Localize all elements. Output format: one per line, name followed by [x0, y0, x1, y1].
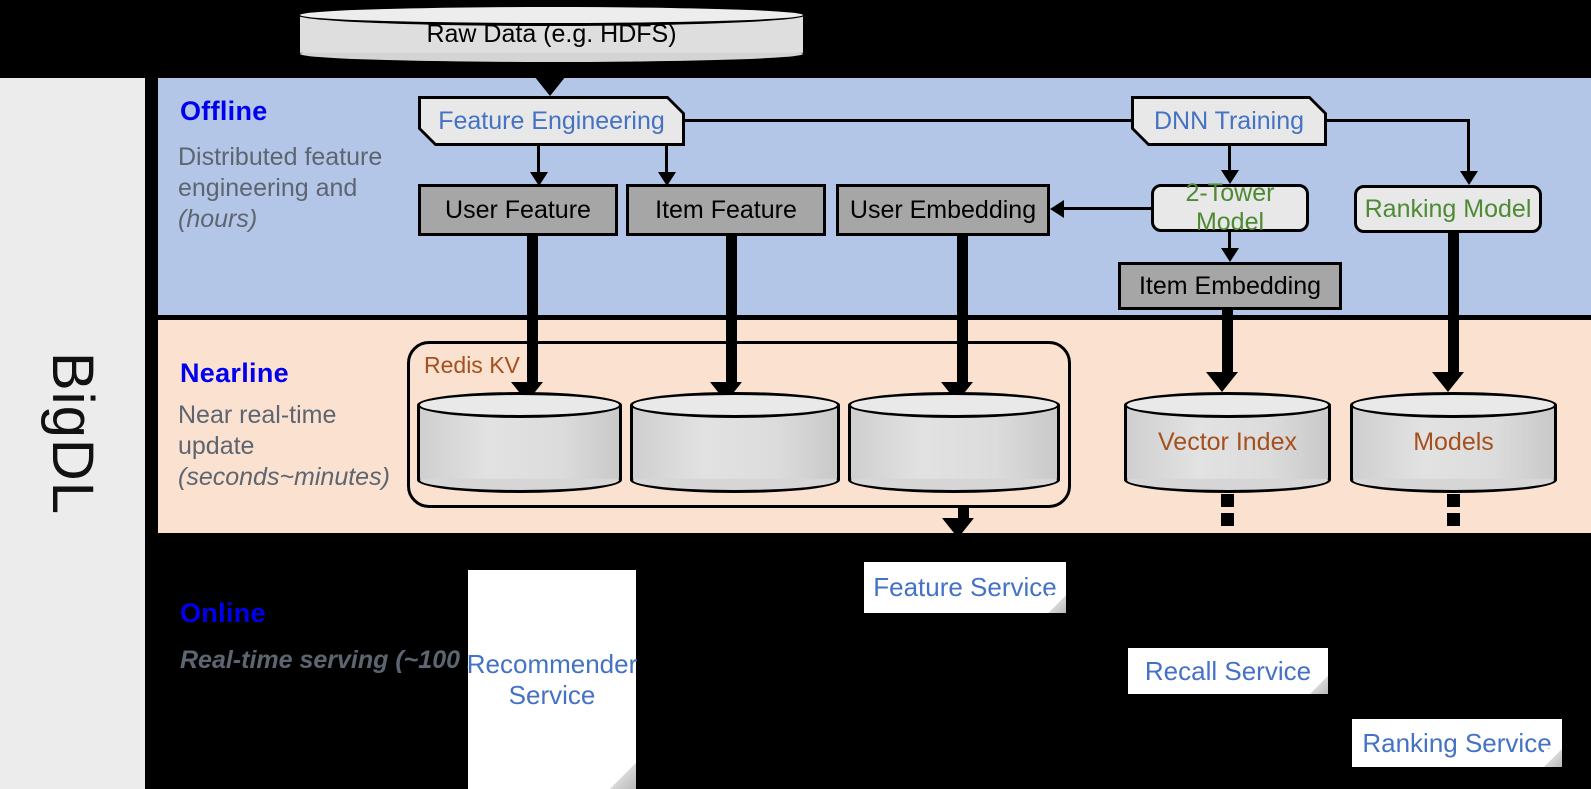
raw-data-store: Raw Data (e.g. HDFS) [297, 4, 806, 65]
pipe-itemembedding-vectorindex-arrowhead [1206, 372, 1238, 392]
ranking-model-label: Ranking Model [1364, 194, 1532, 223]
cylinder-top [848, 392, 1060, 418]
item-embedding-label: Item Embedding [1138, 271, 1322, 300]
redis-user-feature-store[interactable] [417, 392, 622, 493]
online-subtitle: Real-time serving (~100 ms) [180, 645, 511, 676]
edge-rawdata-fe-arrowhead [534, 76, 566, 96]
cylinder-top [1124, 392, 1331, 418]
nearline-subtitle: Near real-time update (seconds~minutes) [178, 400, 408, 493]
recall-service-box[interactable]: Recall Service [1128, 648, 1328, 694]
cylinder-top [1350, 392, 1557, 418]
ranking-model-box[interactable]: Ranking Model [1354, 185, 1542, 233]
ranking-service-label: Ranking Service [1362, 727, 1552, 758]
item-embedding-box[interactable]: Item Embedding [1118, 262, 1342, 310]
edge-fe-itemfeature-arrowhead [658, 172, 676, 186]
cylinder-top [297, 4, 806, 26]
redis-item-feature-label [630, 392, 840, 493]
models-store[interactable]: Models [1350, 392, 1557, 493]
offline-title: Offline [180, 96, 268, 126]
ranking-service-box[interactable]: Ranking Service [1352, 719, 1562, 767]
two-tower-model-label: 2-Tower Model [1185, 179, 1275, 236]
pipe-rankingmodel-models [1448, 233, 1459, 378]
edge-dnn-ranking-h [1325, 119, 1470, 122]
models-label: Models [1413, 428, 1494, 456]
recall-service-label: Recall Service [1144, 655, 1312, 686]
edge-dnn-twotower-arrowhead [1221, 170, 1239, 184]
dnn-training-label: DNN Training [1134, 99, 1324, 143]
user-feature-label: User Feature [445, 195, 591, 224]
item-feature-label: Item Feature [655, 195, 797, 224]
two-tower-model-box[interactable]: 2-Tower Model [1151, 179, 1309, 236]
pipe-redis-featureservice-arrowhead [942, 518, 974, 538]
edge-twotower-userembedding [1064, 207, 1154, 210]
feature-engineering-box[interactable]: Feature Engineering [418, 96, 685, 146]
feature-service-box[interactable]: Feature Service [864, 562, 1066, 613]
redis-user-embedding-label [848, 392, 1060, 493]
nearline-subtitle-italic: (seconds~minutes) [178, 463, 390, 491]
recommender-service-label: Recommender Service [466, 648, 638, 710]
redis-kv-container [407, 341, 1071, 508]
pipe-vectorindex-recall-dot-1 [1221, 494, 1234, 507]
pipe-userembedding-redis [957, 236, 968, 388]
edge-dnn-twotower [1228, 146, 1231, 172]
edge-dnn-ranking-arrowhead [1460, 171, 1478, 185]
edge-fe-itemfeature [665, 146, 668, 174]
edge-rawdata-fe [550, 62, 553, 84]
pipe-vectorindex-recall-dot-2 [1221, 513, 1234, 526]
redis-user-embedding-store[interactable] [848, 392, 1060, 493]
pipe-itemembedding-vectorindex [1222, 310, 1233, 378]
nearline-title: Nearline [180, 358, 289, 388]
pipe-itemfeature-redis [726, 236, 737, 388]
pipe-models-ranking-dot-1 [1447, 494, 1460, 507]
page-fold-icon [1544, 749, 1562, 767]
page-fold-icon [610, 763, 636, 789]
cylinder-top [417, 392, 622, 418]
edge-fe-dnn [685, 119, 1149, 122]
edge-twotower-userembedding-arrowhead [1050, 200, 1064, 218]
feature-service-label: Feature Service [873, 572, 1057, 602]
online-title: Online [180, 598, 266, 628]
nearline-subtitle-text: Near real-time update [178, 401, 337, 460]
item-feature-box[interactable]: Item Feature [626, 184, 826, 236]
user-embedding-label: User Embedding [849, 195, 1037, 224]
pipe-rankingmodel-models-arrowhead [1432, 372, 1464, 392]
vector-index-store[interactable]: Vector Index [1124, 392, 1331, 493]
edge-fe-userfeature-arrowhead [530, 172, 548, 186]
cylinder-top [630, 392, 840, 418]
pipe-redis-featureservice [958, 505, 969, 523]
page-fold-icon [1048, 595, 1066, 613]
edge-dnn-ranking-v [1467, 119, 1470, 174]
redis-kv-label: Redis KV [424, 352, 520, 378]
raw-data-label: Raw Data (e.g. HDFS) [426, 20, 677, 48]
brand-label-wrapper: BigDL [0, 78, 145, 789]
edge-twotower-itememb-arrowhead [1221, 248, 1239, 262]
edge-fe-userfeature [537, 146, 540, 174]
pipe-userfeature-redis [527, 236, 538, 388]
user-embedding-box[interactable]: User Embedding [836, 184, 1050, 236]
online-subtitle-text: Real-time serving [180, 646, 396, 674]
edge-twotower-itememb [1228, 232, 1231, 250]
recommender-service-box[interactable]: Recommender Service [466, 570, 638, 789]
feature-engineering-label: Feature Engineering [421, 99, 682, 143]
offline-subtitle-text: Distributed feature engineering and [178, 143, 383, 202]
pipe-models-ranking-dot-2 [1447, 513, 1460, 526]
redis-user-feature-label [417, 392, 622, 493]
vector-index-label: Vector Index [1158, 428, 1297, 456]
brand-label: BigDL [40, 352, 105, 515]
offline-subtitle-italic: (hours) [178, 205, 258, 233]
dnn-training-box[interactable]: DNN Training [1131, 96, 1327, 146]
redis-item-feature-store[interactable] [630, 392, 840, 493]
user-feature-box[interactable]: User Feature [418, 184, 618, 236]
sidebar-bigdl: BigDL [0, 78, 145, 789]
offline-subtitle: Distributed feature engineering and (hou… [178, 142, 388, 235]
page-fold-icon [1310, 676, 1328, 694]
